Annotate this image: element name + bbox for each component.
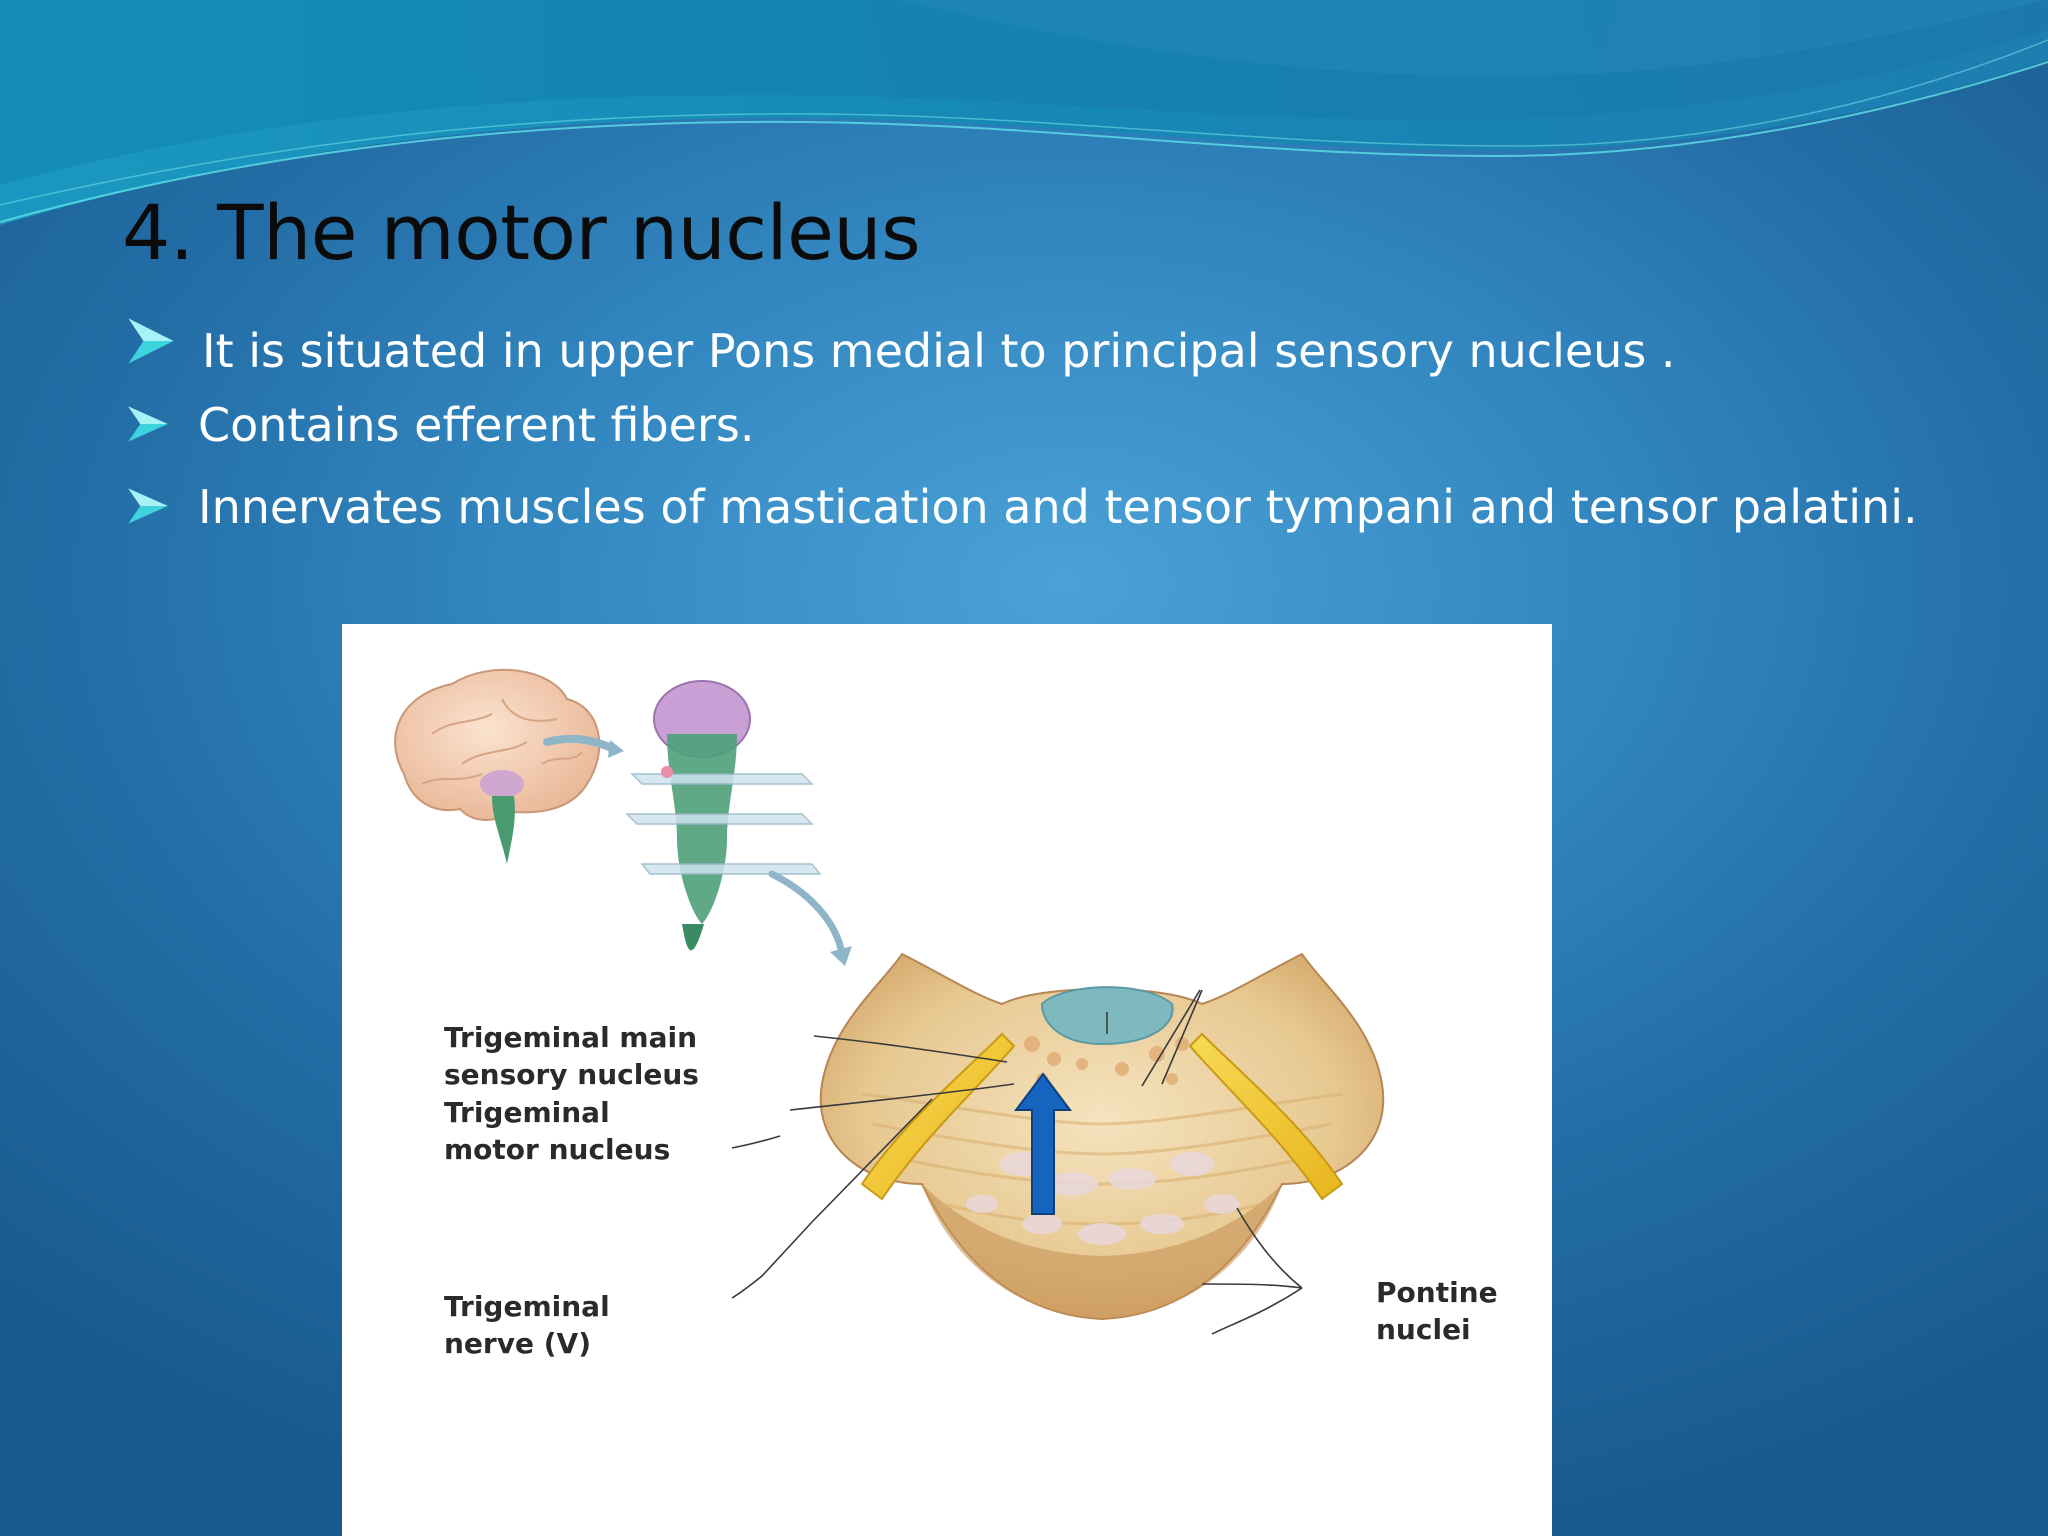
- brain-icon: [394, 668, 624, 864]
- brainstem-icon: [625, 680, 852, 966]
- label-line: nerve (V): [444, 1327, 591, 1360]
- label-line: Trigeminal main: [444, 1021, 698, 1054]
- pons-section: [819, 952, 1385, 1321]
- bullet-arrow-icon: [128, 318, 174, 364]
- label-line: Trigeminal: [444, 1290, 610, 1323]
- bullet-text: Contains efferent fibers.: [198, 398, 755, 452]
- pons-cross-section-figure: Trigeminal main sensory nucleus Trigemin…: [342, 624, 1552, 1536]
- label-line: motor nucleus: [444, 1133, 671, 1166]
- label-motor-nucleus: Trigeminal motor nucleus: [444, 1094, 670, 1168]
- bullet-text: It is situated in upper Pons medial to p…: [202, 324, 1676, 378]
- label-line: Trigeminal: [444, 1096, 610, 1129]
- label-line: Pontine: [1376, 1276, 1498, 1309]
- pons-illustration: [394, 668, 1385, 1335]
- bullet-item: Innervates muscles of mastication and te…: [126, 480, 2006, 562]
- bullet-text: Innervates muscles of mastication and te…: [198, 480, 1918, 534]
- bullet-item: Contains efferent fibers.: [126, 398, 2006, 480]
- slide-title: 4. The motor nucleus: [122, 188, 921, 277]
- bullet-arrow-icon: [128, 406, 168, 442]
- label-trigeminal-nerve: Trigeminal nerve (V): [444, 1288, 610, 1362]
- header-wave-decoration: [0, 0, 2048, 225]
- label-line: sensory nucleus: [444, 1058, 699, 1091]
- label-line: nuclei: [1376, 1313, 1471, 1346]
- bullet-list: It is situated in upper Pons medial to p…: [126, 316, 2006, 562]
- bullet-item: It is situated in upper Pons medial to p…: [126, 316, 2006, 398]
- label-main-sensory-nucleus: Trigeminal main sensory nucleus: [444, 1019, 699, 1093]
- blue-arrow-icon: [1014, 1072, 1072, 1215]
- bullet-arrow-icon: [128, 488, 168, 524]
- leader-lines: [731, 989, 1303, 1335]
- label-pontine-nuclei: Pontine nuclei: [1376, 1274, 1498, 1348]
